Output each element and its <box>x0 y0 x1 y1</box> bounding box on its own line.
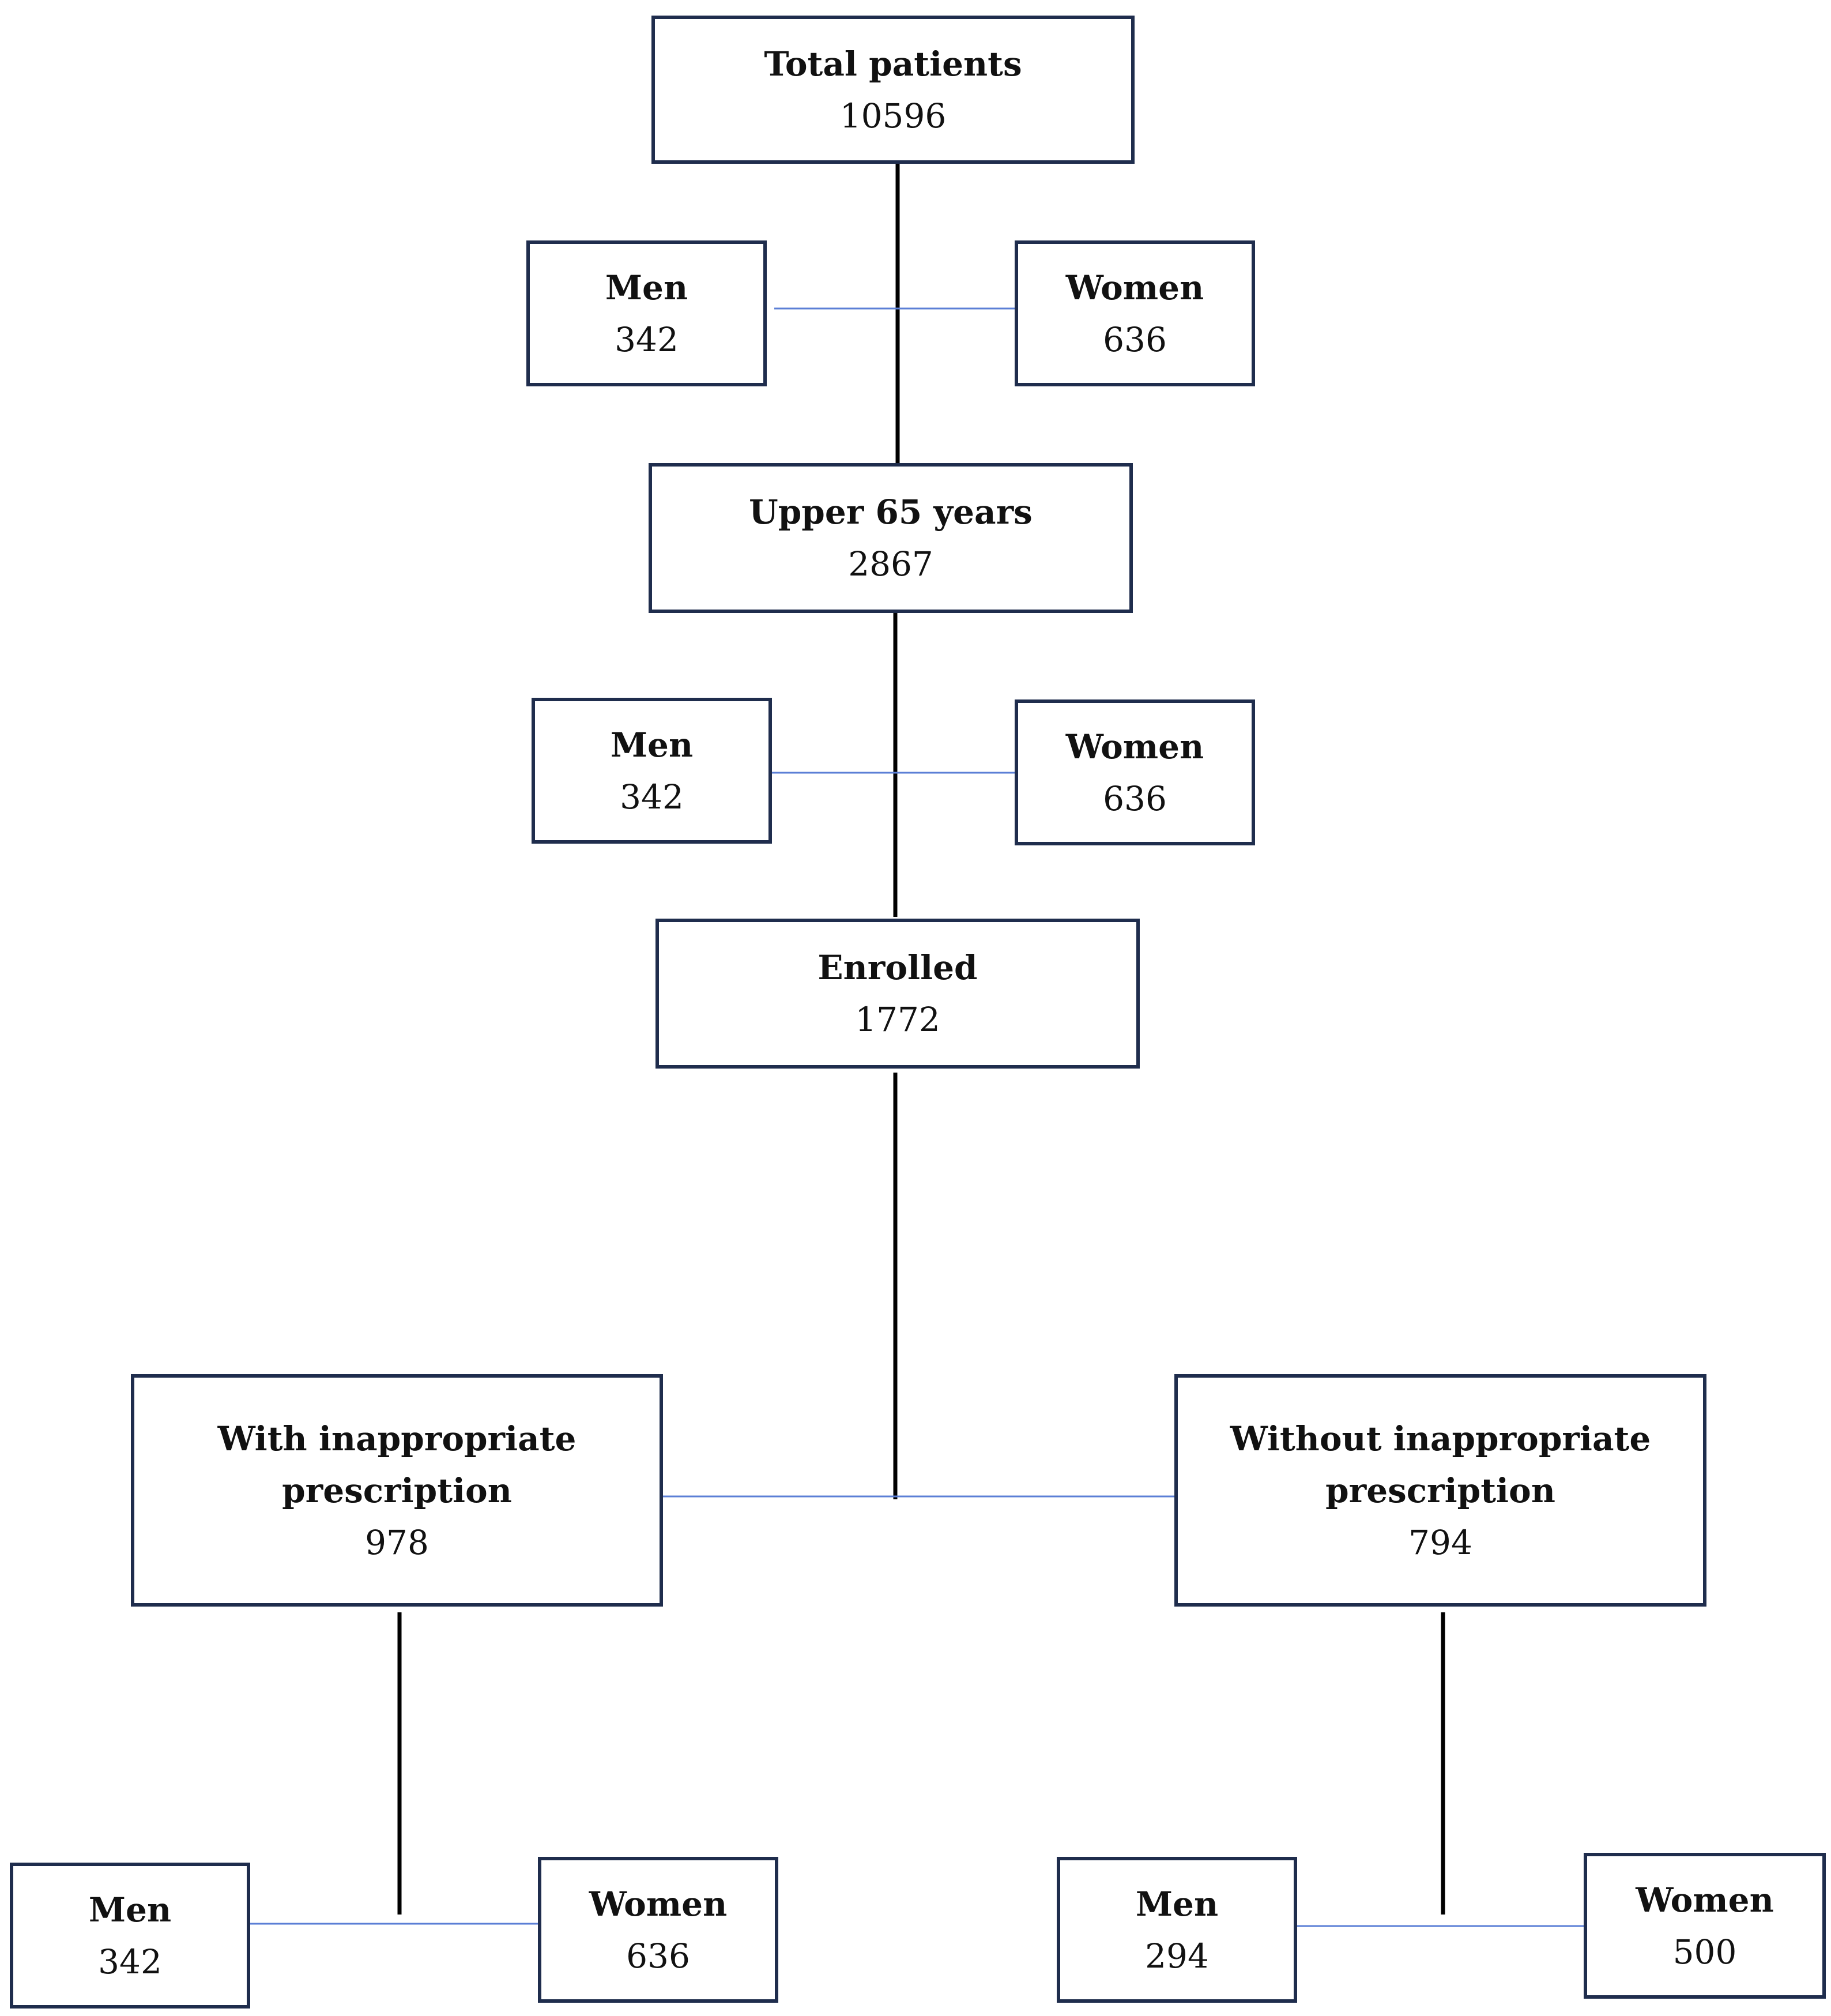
node-value: 2867 <box>848 544 933 584</box>
node-label: Without inappropriate prescription <box>1230 1419 1651 1510</box>
node-value: 1772 <box>855 1000 940 1039</box>
node-value: 636 <box>626 1936 690 1976</box>
node-value: 342 <box>98 1942 162 1981</box>
node-value: 636 <box>1103 319 1167 359</box>
node-label: Men <box>88 1890 172 1930</box>
node-label: Women <box>1065 268 1204 307</box>
node-value: 500 <box>1672 1932 1737 1972</box>
node-label: Upper 65 years <box>749 492 1033 532</box>
node-value: 342 <box>620 777 684 817</box>
node-with-inappropriate-prescription: With inappropriate prescription 978 <box>131 1374 663 1607</box>
node-without-inappropriate-prescription: Without inappropriate prescription 794 <box>1174 1374 1706 1607</box>
node-label: Men <box>1135 1884 1219 1924</box>
node-value: 794 <box>1408 1522 1472 1562</box>
node-with-ip-men: Men 342 <box>10 1863 250 2009</box>
node-upper65-women: Women 636 <box>1015 699 1255 845</box>
node-total-women: Women 636 <box>1015 240 1255 386</box>
node-without-ip-women: Women 500 <box>1584 1853 1826 1999</box>
node-total-patients: Total patients 10596 <box>651 16 1135 164</box>
node-label: Men <box>605 268 688 307</box>
node-upper-65-years: Upper 65 years 2867 <box>649 463 1133 613</box>
node-total-men: Men 342 <box>526 240 767 386</box>
node-with-ip-women: Women 636 <box>538 1857 778 2003</box>
node-enrolled: Enrolled 1772 <box>655 919 1140 1069</box>
node-label: Men <box>610 725 694 765</box>
node-label: Enrolled <box>817 948 978 987</box>
node-label: Women <box>1065 727 1204 766</box>
node-label: Women <box>589 1884 728 1924</box>
node-value: 10596 <box>839 96 947 136</box>
node-upper65-men: Men 342 <box>532 698 772 844</box>
node-value: 342 <box>615 319 679 359</box>
node-label: Women <box>1636 1880 1774 1920</box>
node-value: 636 <box>1103 778 1167 818</box>
node-value: 294 <box>1145 1936 1209 1976</box>
node-label: Total patients <box>764 44 1022 84</box>
node-without-ip-men: Men 294 <box>1057 1857 1297 2003</box>
node-value: 978 <box>365 1522 429 1562</box>
node-label: With inappropriate prescription <box>217 1419 577 1510</box>
